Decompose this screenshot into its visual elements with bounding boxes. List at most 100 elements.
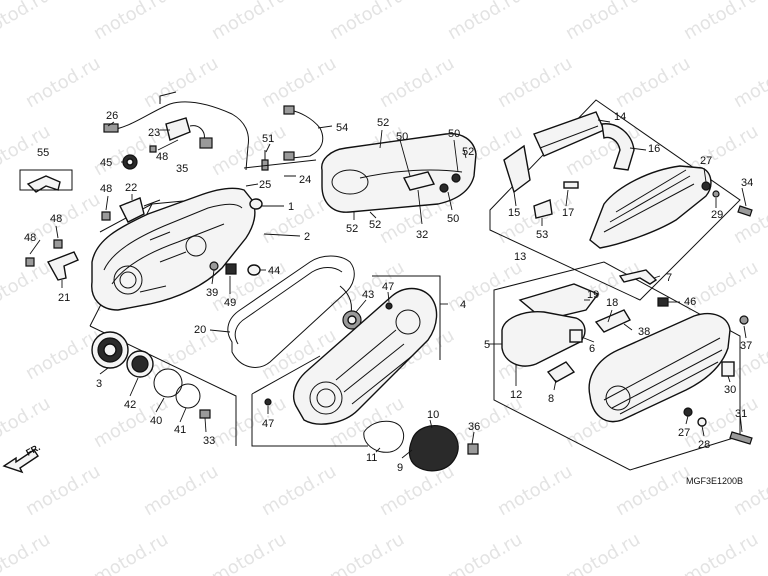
callout-55: 55 — [37, 147, 49, 159]
callout-52: 52 — [369, 219, 381, 231]
watermark-text: motod.ru — [612, 53, 694, 112]
callout-48: 48 — [24, 232, 36, 244]
callout-52: 52 — [346, 223, 358, 235]
callout-35: 35 — [176, 163, 188, 175]
callout-48: 48 — [156, 151, 168, 163]
callout-27: 27 — [678, 427, 690, 439]
sensor-22[interactable] — [119, 197, 145, 223]
callout-9: 9 — [397, 462, 403, 474]
bolt-36[interactable] — [467, 443, 479, 455]
callout-1: 1 — [288, 201, 294, 213]
bolt-49[interactable] — [225, 263, 237, 275]
bolt-27[interactable] — [701, 181, 711, 191]
callout-52: 52 — [462, 146, 474, 158]
watermark-text: motod.ru — [208, 0, 290, 44]
panel-12[interactable] — [501, 311, 586, 367]
callout-14: 14 — [614, 111, 626, 123]
drawing-code: MGF3E1200B — [686, 476, 743, 486]
clip-41[interactable] — [175, 383, 201, 409]
watermark-text: motod.ru — [444, 257, 526, 316]
sensor-35[interactable] — [199, 137, 213, 149]
plug-1[interactable] — [249, 198, 263, 210]
bolt-31[interactable] — [729, 431, 753, 445]
watermark-text: motod.ru — [562, 0, 644, 44]
cover-10[interactable] — [408, 425, 459, 472]
duct-16[interactable] — [601, 123, 635, 171]
drive-belt-20[interactable] — [227, 255, 355, 368]
bracket-7[interactable] — [618, 269, 658, 285]
washer-29[interactable] — [712, 190, 720, 198]
connector-26[interactable] — [103, 123, 119, 133]
clip-40[interactable] — [153, 368, 183, 398]
callout-4: 4 — [460, 299, 466, 311]
piece-17[interactable] — [563, 181, 579, 189]
watermark-text: motod.ru — [680, 0, 762, 44]
callout-5: 5 — [484, 339, 490, 351]
duct-panel-15[interactable] — [503, 144, 531, 194]
bolt-48d[interactable] — [25, 257, 35, 267]
callout-46: 46 — [684, 296, 696, 308]
bolt-33[interactable] — [199, 409, 211, 419]
watermark-text: motod.ru — [22, 325, 104, 384]
bolt-48[interactable] — [149, 145, 157, 153]
side-cover[interactable] — [588, 312, 731, 423]
callout-50: 50 — [396, 131, 408, 143]
callout-37: 37 — [740, 340, 752, 352]
bolt-48b[interactable] — [101, 211, 111, 221]
callout-19: 19 — [587, 289, 599, 301]
bolt-48c[interactable] — [53, 239, 63, 249]
callout-28: 28 — [698, 439, 710, 451]
callout-53: 53 — [536, 229, 548, 241]
bracket-21[interactable] — [46, 251, 79, 281]
watermark-text: motod.ru — [22, 53, 104, 112]
bolt-39[interactable] — [209, 261, 219, 271]
watermark-text: motod.ru — [0, 393, 54, 452]
watermark-text: motod.ru — [562, 529, 644, 576]
callout-32: 32 — [416, 229, 428, 241]
callout-15: 15 — [508, 207, 520, 219]
bolt-47[interactable] — [385, 302, 393, 310]
plate-32[interactable] — [402, 171, 436, 191]
watermark-text: motod.ru — [90, 0, 172, 44]
gasket-11[interactable] — [363, 420, 405, 453]
bolt-37[interactable] — [739, 315, 749, 325]
bolt-46[interactable] — [657, 297, 669, 307]
bracket-18[interactable] — [594, 309, 632, 333]
callout-25: 25 — [259, 179, 271, 191]
front-direction-indicator: FR. — [2, 442, 42, 474]
watermark-text: motod.ru — [90, 529, 172, 576]
piece-8[interactable] — [546, 361, 576, 383]
callout-50: 50 — [448, 128, 460, 140]
piece-53[interactable] — [533, 199, 553, 219]
callout-17: 17 — [562, 207, 574, 219]
collar-28[interactable] — [697, 417, 707, 427]
sensor-51[interactable] — [261, 159, 269, 171]
bracket-23[interactable] — [165, 117, 191, 141]
sensor-54[interactable] — [283, 105, 295, 115]
bolt-27b[interactable] — [683, 407, 693, 417]
callout-47: 47 — [382, 281, 394, 293]
callout-21: 21 — [58, 292, 70, 304]
callout-48: 48 — [50, 213, 62, 225]
callout-45: 45 — [100, 157, 112, 169]
watermark-text: motod.ru — [680, 529, 762, 576]
piece-6[interactable] — [569, 329, 583, 343]
callout-54: 54 — [336, 122, 348, 134]
seal-and-clip-group — [91, 331, 211, 419]
callout-33: 33 — [203, 435, 215, 447]
callout-52: 52 — [377, 117, 389, 129]
watermark-text: motod.ru — [258, 53, 340, 112]
bolt-34[interactable] — [737, 205, 753, 217]
watermark-text: motod.ru — [376, 461, 458, 520]
callout-7: 7 — [666, 272, 672, 284]
callout-44: 44 — [268, 265, 280, 277]
watermark-text: motod.ru — [494, 461, 576, 520]
left-crankcase-cover[interactable] — [91, 187, 256, 311]
outer-cover-52[interactable] — [321, 133, 477, 213]
damper-30[interactable] — [721, 361, 735, 377]
callout-31: 31 — [735, 408, 747, 420]
callout-50: 50 — [447, 213, 459, 225]
plug-44[interactable] — [247, 264, 261, 276]
bolt-50[interactable] — [451, 173, 461, 183]
